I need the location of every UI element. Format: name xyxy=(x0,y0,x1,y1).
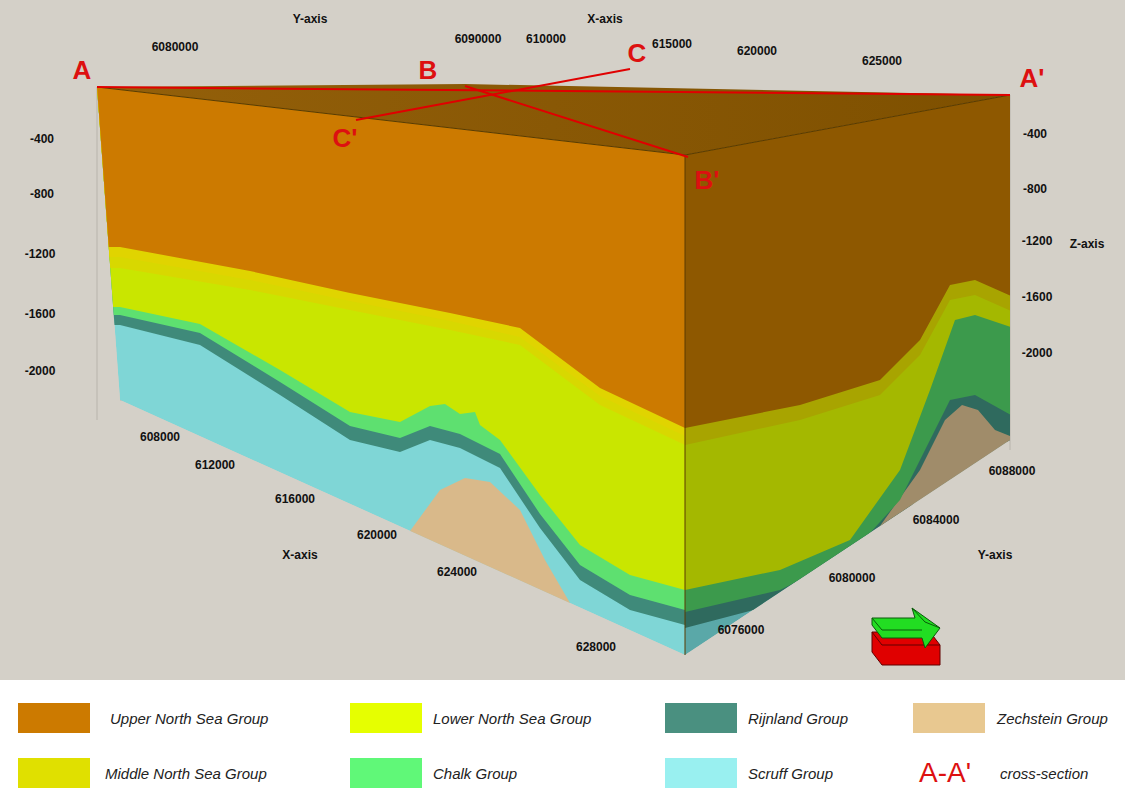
section-marker: C xyxy=(628,39,647,68)
tick-label: 6088000 xyxy=(989,465,1036,478)
left-face xyxy=(90,87,685,700)
tick-label: 6076000 xyxy=(718,624,765,637)
top-face xyxy=(97,84,1010,155)
block-edges xyxy=(97,87,1010,655)
legend-swatch xyxy=(350,703,422,733)
legend-text: cross-section xyxy=(1000,765,1088,782)
tick-label: -1600 xyxy=(1022,291,1053,304)
plot-background xyxy=(0,0,1125,680)
tick-label: 620000 xyxy=(357,529,397,542)
tick-label: 6080000 xyxy=(152,41,199,54)
legend-swatch xyxy=(665,703,737,733)
tick-label: -1200 xyxy=(1022,235,1053,248)
legend-swatch xyxy=(18,703,90,733)
right-face xyxy=(685,95,1020,655)
tick-label: -400 xyxy=(30,133,54,146)
legend-text: Lower North Sea Group xyxy=(433,710,591,727)
tick-label: 620000 xyxy=(737,45,777,58)
axis-title: Y-axis xyxy=(293,13,328,26)
legend-text: Rijnland Group xyxy=(748,710,848,727)
tick-label: -800 xyxy=(1023,183,1047,196)
legend-text: Scruff Group xyxy=(748,765,833,782)
tick-label: -800 xyxy=(30,188,54,201)
tick-label: -2000 xyxy=(1022,347,1053,360)
tick-label: -1200 xyxy=(25,248,56,261)
tick-label: 608000 xyxy=(140,431,180,444)
axis-title: Y-axis xyxy=(978,549,1013,562)
tick-label: 628000 xyxy=(576,641,616,654)
tick-label: 610000 xyxy=(526,33,566,46)
tick-label: 615000 xyxy=(652,38,692,51)
section-marker: B' xyxy=(695,166,720,195)
legend-swatch xyxy=(350,758,422,788)
tick-label: 612000 xyxy=(195,459,235,472)
legend-text: Zechstein Group xyxy=(997,710,1108,727)
axis-title: X-axis xyxy=(282,549,317,562)
legend-swatch xyxy=(913,703,985,733)
section-marker: B xyxy=(419,56,438,85)
section-marker: A xyxy=(73,56,92,85)
legend-sample: A-A' xyxy=(919,758,971,789)
tick-label: -1600 xyxy=(25,308,56,321)
tick-label: 624000 xyxy=(437,566,477,579)
tick-label: 6080000 xyxy=(829,572,876,585)
section-marker: A' xyxy=(1020,64,1045,93)
tick-label: -2000 xyxy=(25,365,56,378)
tick-label: 625000 xyxy=(862,55,902,68)
orientation-icon xyxy=(872,608,940,665)
legend-swatch xyxy=(18,758,90,788)
legend-text: Middle North Sea Group xyxy=(105,765,267,782)
axis-title: X-axis xyxy=(587,13,622,26)
axis-title: Z-axis xyxy=(1070,238,1105,251)
legend-swatch xyxy=(665,758,737,788)
tick-label: -400 xyxy=(1023,128,1047,141)
section-lines xyxy=(97,69,1010,157)
section-marker: C' xyxy=(333,124,358,153)
legend-text: Upper North Sea Group xyxy=(110,710,268,727)
legend-text: Chalk Group xyxy=(433,765,517,782)
tick-label: 6084000 xyxy=(913,514,960,527)
tick-label: 6090000 xyxy=(455,33,502,46)
tick-label: 616000 xyxy=(275,493,315,506)
